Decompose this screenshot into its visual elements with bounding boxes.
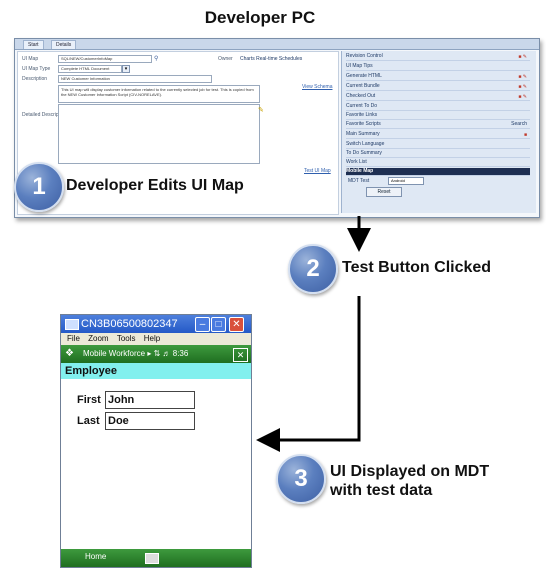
mdt-titlebar: CN3B06500802347 – □ ✕ — [61, 315, 251, 333]
windows-start-icon[interactable]: ❖ — [65, 348, 74, 359]
menu-help[interactable]: Help — [143, 334, 161, 343]
keyboard-icon[interactable] — [145, 553, 159, 564]
owner-label: Owner — [218, 56, 233, 62]
search-icon[interactable]: ⚲ — [154, 56, 159, 62]
pc-tab-bar: Start Details — [15, 39, 539, 50]
maximize-icon[interactable]: □ — [211, 317, 226, 332]
minimize-icon[interactable]: – — [195, 317, 210, 332]
owner-value: Charts Real-time Schedules — [240, 56, 303, 62]
mdt-window-title: CN3B06500802347 — [81, 318, 178, 330]
description-label: Description — [22, 76, 48, 82]
device-icon — [65, 319, 79, 330]
sidebar-item-current-to-do[interactable]: Current To Do — [346, 103, 530, 111]
signal-icon: ▸ ⇅ — [147, 349, 161, 358]
mdt-menubar: File Zoom Tools Help — [61, 333, 251, 345]
toolbar-icons[interactable]: ■ ✎ — [518, 74, 527, 80]
step-2-text: Test Button Clicked — [342, 259, 492, 276]
mdt-test-select[interactable]: Android — [388, 177, 424, 185]
sidebar-item-current-bundle[interactable]: Current Bundle■ ✎ — [346, 83, 530, 91]
pc-tab-details[interactable]: Details — [51, 40, 77, 49]
description-field[interactable]: NEW Customer Information — [58, 75, 212, 83]
step-3-text-line1: UI Displayed on MDT — [330, 463, 490, 480]
developer-pc-window: Start Details UI Map SQL/NEW/CustomerInf… — [14, 38, 540, 218]
step-1-text: Developer Edits UI Map — [66, 177, 244, 194]
toolbar-icons[interactable]: ■ ✎ — [518, 94, 527, 100]
step-2-circle: 2 — [288, 244, 338, 294]
sidebar-item-favorite-links[interactable]: Favorite Links — [346, 112, 530, 120]
toolbar-icons[interactable]: ■ — [523, 132, 527, 138]
sidebar-item-checked-out[interactable]: Checked Out■ ✎ — [346, 93, 530, 101]
ui-map-field[interactable]: SQL/NEW/CustomerInfoMap — [58, 55, 152, 63]
volume-icon: ♬ — [162, 349, 171, 358]
mdt-device-window: CN3B06500802347 – □ ✕ File Zoom Tools He… — [60, 314, 252, 568]
chevron-down-icon[interactable]: ▾ — [122, 65, 130, 73]
sidebar-item-switch-language[interactable]: Switch Language — [346, 141, 530, 149]
last-name-label: Last — [77, 415, 100, 427]
detailed-description-label: Detailed Description — [22, 112, 67, 118]
sidebar-item-to-do-summary[interactable]: To Do Summary — [346, 150, 530, 158]
toolbar-icons[interactable]: ■ ✎ — [518, 84, 527, 90]
first-name-input[interactable]: John — [105, 391, 195, 409]
menu-zoom[interactable]: Zoom — [88, 334, 109, 343]
pc-sidebar: Revision Control■ ✎ UI Map Tips Generate… — [341, 51, 536, 213]
sidebar-item-ui-map-tips[interactable]: UI Map Tips — [346, 63, 530, 71]
mdt-bottom-bar: Home — [61, 549, 251, 567]
detailed-description-summary[interactable]: This UI map will display customer inform… — [58, 85, 260, 103]
mdt-app-title: Mobile Workforce ▸ ⇅ ♬ 8:36 — [83, 349, 189, 358]
home-softkey[interactable]: Home — [85, 552, 107, 561]
pc-tab-start[interactable]: Start — [23, 40, 44, 49]
sidebar-item-revision-control[interactable]: Revision Control■ ✎ — [346, 53, 530, 61]
sidebar-item-mobile-map[interactable]: Mobile Map — [346, 168, 530, 176]
clock-time: 8:36 — [172, 349, 189, 358]
ui-map-type-select[interactable]: Complete HTML Document — [58, 65, 122, 73]
sidebar-item-generate-html[interactable]: Generate HTML■ ✎ — [346, 73, 530, 81]
mdt-app-bar: ❖ Mobile Workforce ▸ ⇅ ♬ 8:36 ✕ — [61, 345, 251, 363]
mdt-test-label: MDT Test — [348, 178, 370, 184]
view-schema-link[interactable]: View Schema — [302, 84, 333, 90]
section-header: Employee — [61, 363, 251, 379]
ui-map-label: UI Map — [22, 56, 39, 62]
first-name-label: First — [77, 394, 101, 406]
menu-file[interactable]: File — [67, 334, 80, 343]
last-name-input[interactable]: Doe — [105, 412, 195, 430]
menu-tools[interactable]: Tools — [116, 334, 136, 343]
reset-button[interactable]: Reset — [366, 187, 402, 197]
test-ui-map-link[interactable]: Test UI Map — [304, 168, 331, 174]
html-editor-textarea[interactable] — [58, 104, 260, 164]
arrow-test-to-mdt — [256, 296, 361, 452]
step-3-text-line2: with test data — [330, 482, 433, 499]
diagram-title: Developer PC — [204, 8, 316, 27]
ui-map-type-label: UI Map Type — [22, 66, 51, 72]
close-icon[interactable]: ✕ — [229, 317, 244, 332]
sidebar-search-label[interactable]: Search — [511, 121, 527, 127]
app-close-icon[interactable]: ✕ — [233, 348, 248, 362]
sidebar-item-main-summary[interactable]: Main Summary■ — [346, 131, 530, 139]
pencil-icon[interactable]: ✎ — [258, 107, 264, 114]
sidebar-item-work-list[interactable]: Work List — [346, 159, 530, 167]
toolbar-icons[interactable]: ■ ✎ — [518, 54, 527, 60]
step-3-circle: 3 — [276, 454, 326, 504]
ui-map-form: UI Map SQL/NEW/CustomerInfoMap ⚲ Owner C… — [17, 51, 339, 215]
step-1-circle: 1 — [14, 162, 64, 212]
